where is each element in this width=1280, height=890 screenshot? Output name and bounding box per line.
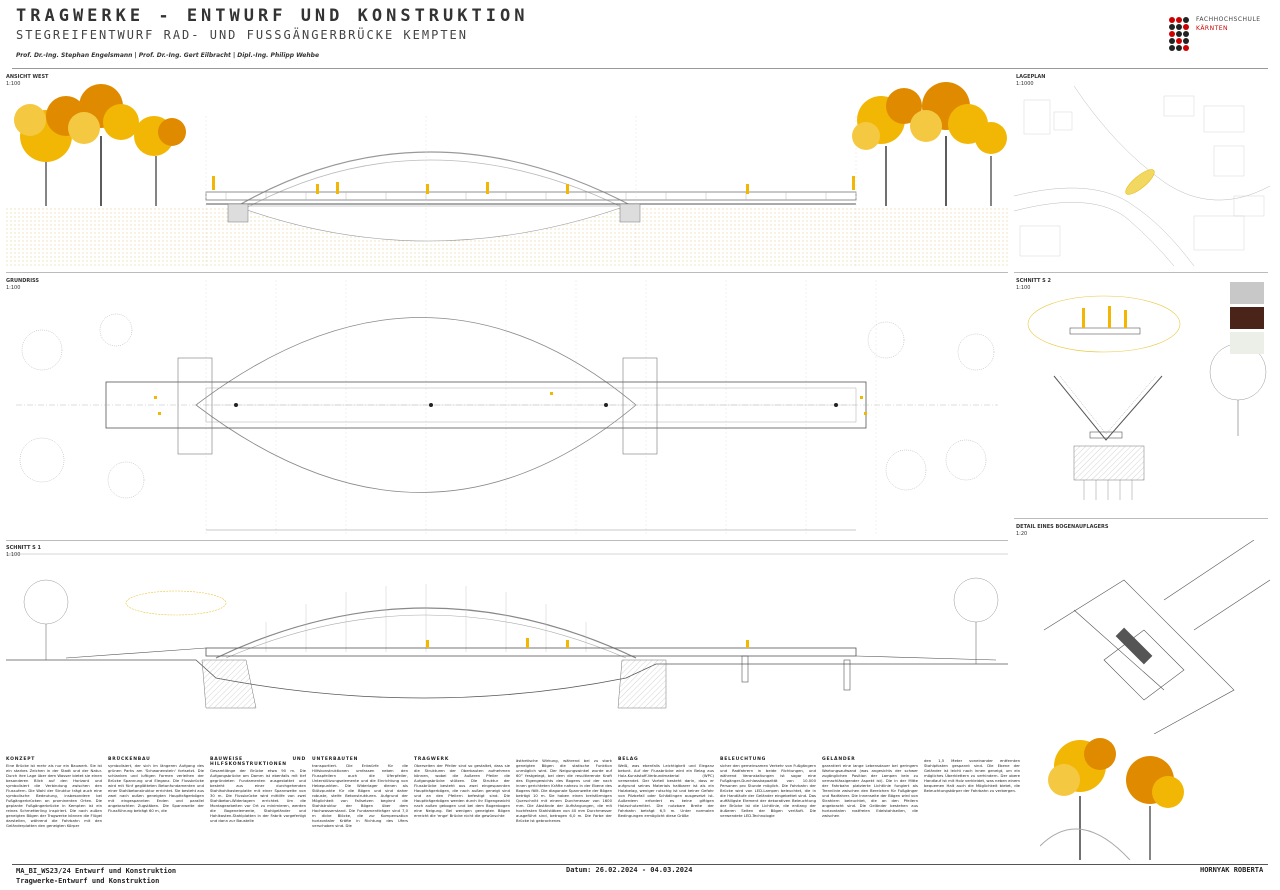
footer-author: HORNYAK ROBERTA [1200, 866, 1264, 874]
text-column-6: ästhetische Wirkung, während bei zu star… [516, 758, 612, 823]
divider-right-1 [1014, 272, 1268, 273]
detail-bearing-drawing [1043, 540, 1270, 734]
abutment-right [622, 357, 658, 455]
foundation-left [201, 659, 257, 709]
v-arch-section [1053, 375, 1163, 441]
people-figures [212, 176, 855, 194]
plan-people [154, 392, 867, 415]
perspective-tree-drawing [1040, 738, 1184, 860]
logo-text-line2: KÄRNTEN [1196, 25, 1229, 32]
footer-course: MA_BI_WS23/24 Entwurf und Konstruktion T… [16, 867, 177, 885]
deck-detail-ellipse [1027, 295, 1181, 353]
site-plan-drawing [1014, 86, 1270, 266]
logo-text-line1: FACHHOCHSCHULE [1196, 16, 1261, 23]
hangers [265, 584, 587, 652]
text-column-10: den 1,5 Meter voneinander entfernten Sta… [924, 758, 1020, 793]
section-s2-drawing [1027, 295, 1267, 500]
trees-right [852, 82, 1007, 206]
elevation-west-drawing [6, 82, 1008, 268]
pier-right [619, 203, 641, 223]
bridge-location-marker [1125, 169, 1155, 195]
deck-railing [205, 191, 857, 201]
foundation-right [617, 659, 667, 709]
detail-callout [125, 590, 227, 616]
pier-left [227, 203, 249, 223]
divider-right-2 [1014, 518, 1268, 519]
page-title: TRAGWERKE - ENTWURF UND KONSTRUKTION [16, 6, 529, 26]
section-trees [23, 577, 999, 664]
arch-outer [233, 151, 637, 209]
section-s1-drawing [6, 553, 1008, 709]
footer-divider [12, 864, 1268, 865]
level-markers [234, 403, 838, 407]
header-divider [12, 68, 1268, 69]
authors-line: Prof. Dr.-Ing. Stephan Engelsmann | Prof… [16, 52, 320, 59]
divider-left-1 [6, 272, 1008, 273]
section-deck [205, 647, 857, 657]
trees-left [14, 84, 186, 206]
footer-date: Datum: 26.02.2024 - 04.03.2024 [566, 866, 693, 874]
arch-inner [245, 159, 625, 209]
terrain-line [6, 659, 1008, 699]
section-people [426, 638, 749, 648]
swatch-wood [1230, 307, 1264, 329]
swatch-concrete [1230, 282, 1264, 304]
foundation-s2 [1073, 445, 1145, 481]
abutment-left [177, 357, 213, 455]
swatch-light [1230, 332, 1264, 354]
divider-left-2 [6, 540, 1008, 541]
plan-trees [19, 313, 995, 499]
page-subtitle: STEGREIFENTWURF RAD- UND FUSSGÄNGERBRÜCK… [16, 28, 469, 42]
s2-tree [1209, 343, 1267, 436]
riverbed [235, 205, 627, 242]
plan-drawing [16, 280, 998, 536]
logo-dots-icon [1169, 17, 1189, 51]
